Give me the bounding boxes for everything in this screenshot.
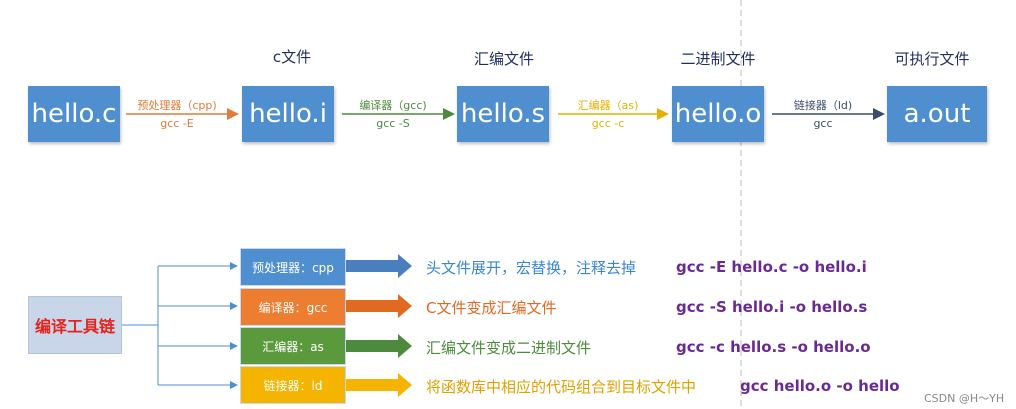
title-c-file: c文件: [272, 48, 312, 66]
cmd-ld: gcc hello.o -o hello: [740, 377, 900, 395]
step-label-compile: 编译器（gcc): [359, 99, 427, 112]
desc-ld: 将函数库中相应的代码组合到目标文件中: [426, 378, 697, 396]
stage-hello-i: hello.i: [242, 86, 334, 142]
tool-box-cpp: 预处理器：cpp: [240, 248, 346, 286]
title-exec-file: 可执行文件: [894, 50, 970, 68]
step-label-assemble: 汇编器（as): [577, 99, 639, 112]
tool-box-as: 汇编器：as: [240, 327, 346, 365]
step-cmd-link: gcc: [813, 117, 833, 130]
title-asm-file: 汇编文件: [473, 50, 534, 68]
cmd-cpp: gcc -E hello.c -o hello.i: [676, 258, 867, 276]
step-label-preprocess: 预处理器（cpp): [122, 98, 232, 114]
stage-hello-s: hello.s: [457, 86, 549, 142]
desc-arrow-1: [346, 254, 412, 278]
step-cmd-assemble: gcc -c: [591, 117, 625, 130]
stage-hello-c: hello.c: [28, 86, 120, 142]
desc-arrow-2: [346, 294, 412, 318]
step-cmd-preprocess: gcc -E: [160, 117, 194, 130]
tool-box-gcc: 编译器：gcc: [240, 288, 346, 326]
watermark-text: CSDN @H～YH: [924, 392, 1005, 405]
step-cmd-compile: gcc -S: [376, 117, 410, 130]
toolchain-label: 编译工具链: [28, 296, 122, 354]
stage-hello-o: hello.o: [672, 86, 764, 142]
cmd-as: gcc -c hello.s -o hello.o: [676, 338, 871, 356]
desc-cpp: 头文件展开，宏替换，注释去掉: [426, 259, 637, 277]
cmd-gcc: gcc -S hello.i -o hello.s: [676, 298, 868, 316]
desc-as: 汇编文件变成二进制文件: [426, 339, 592, 357]
title-binary-file: 二进制文件: [680, 50, 756, 68]
desc-gcc: C文件变成汇编文件: [426, 299, 557, 317]
desc-arrow-3: [346, 334, 412, 358]
desc-arrow-4: [346, 373, 412, 397]
stage-a-out: a.out: [887, 86, 987, 142]
tool-box-ld: 链接器：ld: [240, 366, 346, 404]
step-label-link: 链接器（ld): [793, 99, 853, 112]
step-tool: 预处理器（cpp): [137, 99, 217, 112]
